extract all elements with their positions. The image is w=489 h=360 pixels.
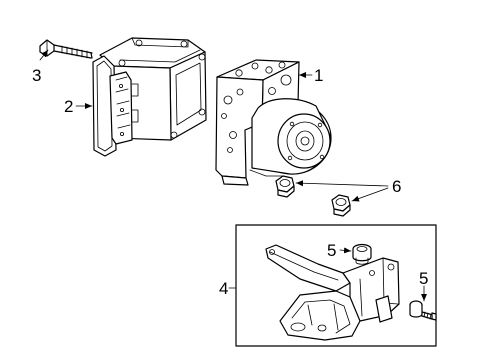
grommet-part-a	[352, 243, 372, 265]
bracket-assembly-frame	[235, 224, 437, 347]
nut-part-a	[275, 175, 295, 198]
callout-5a: 5	[327, 241, 336, 260]
nut-part-b	[331, 194, 351, 217]
isolator-part-b	[409, 300, 437, 321]
callout-5b: 5	[419, 269, 428, 288]
callout-2: 2	[64, 97, 73, 116]
callout-3: 3	[32, 66, 41, 85]
leader-5a	[339, 247, 352, 254]
callout-1: 1	[314, 66, 323, 85]
abs-modulator-part	[215, 59, 332, 186]
callout-4: 4	[219, 279, 228, 298]
callout-6: 6	[392, 177, 401, 196]
bolt-part	[39, 39, 93, 59]
leader-3	[39, 49, 49, 61]
bracket-part	[265, 244, 400, 341]
control-module-part	[92, 37, 207, 157]
leader-6a	[295, 180, 389, 187]
leader-6b	[351, 187, 389, 202]
